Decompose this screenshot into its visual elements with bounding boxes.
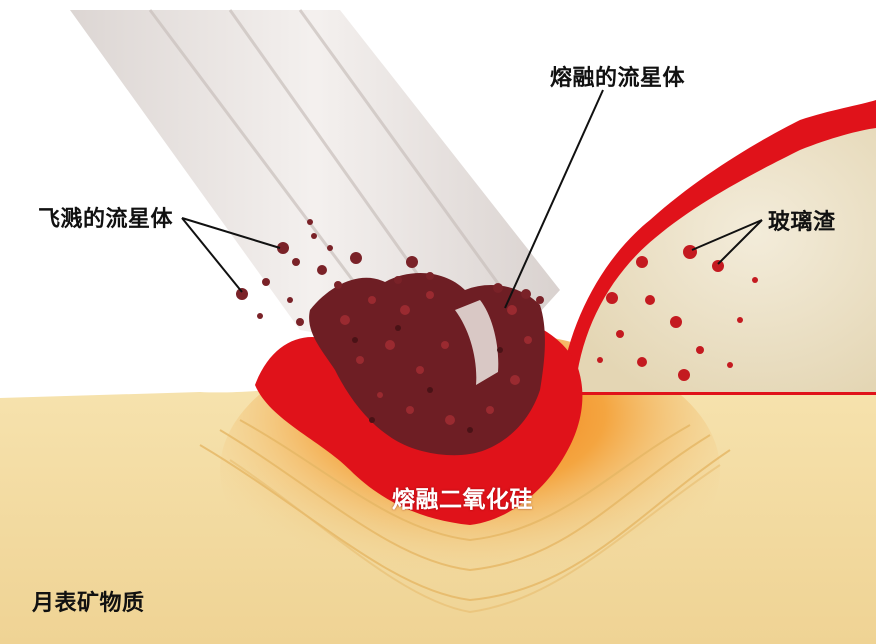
leader-molten-meteoroid [505,90,603,308]
label-molten-silica: 熔融二氧化硅 [392,480,533,514]
label-splashed-meteoroid: 飞溅的流星体 [38,201,173,233]
label-molten-meteoroid: 熔融的流星体 [550,60,685,92]
label-lunar-material: 月表矿物质 [32,585,145,617]
label-glass-slag: 玻璃渣 [768,204,836,236]
